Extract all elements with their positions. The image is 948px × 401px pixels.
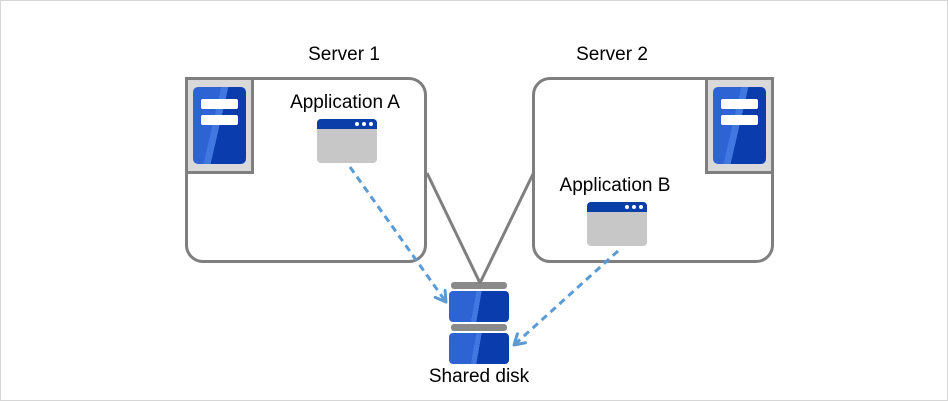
disk-cap xyxy=(451,282,507,289)
disk-platter xyxy=(449,291,509,322)
server2-label: Server 2 xyxy=(576,44,648,65)
titlebar-dot xyxy=(632,205,636,209)
disk-cap xyxy=(451,324,507,331)
server-tower-icon xyxy=(713,87,766,164)
server2-icon-frame xyxy=(705,77,774,174)
titlebar-dot xyxy=(355,122,359,126)
application-b-label: Application B xyxy=(559,175,671,196)
server-tower-icon xyxy=(193,87,246,164)
app-window-titlebar xyxy=(587,202,647,212)
titlebar-dot xyxy=(625,205,629,209)
titlebar-dot xyxy=(362,122,366,126)
disk-platter xyxy=(449,333,509,364)
disk-stack-icon xyxy=(449,282,509,364)
server1-label: Server 1 xyxy=(308,44,380,65)
application-b-to-disk-arrow xyxy=(512,249,620,347)
app-window-icon xyxy=(587,202,647,246)
server1-to-disk-line xyxy=(425,172,482,284)
titlebar-dot xyxy=(639,205,643,209)
shared-disk-label: Shared disk xyxy=(428,366,530,387)
tower-slot xyxy=(721,99,758,109)
tower-slot xyxy=(201,115,238,125)
tower-slot xyxy=(721,115,758,125)
app-window-icon xyxy=(317,119,377,163)
server2-to-disk-line xyxy=(478,171,536,284)
tower-slot xyxy=(201,99,238,109)
server1-icon-frame xyxy=(185,77,254,174)
titlebar-dot xyxy=(369,122,373,126)
application-a-label: Application A xyxy=(290,92,400,113)
app-window-titlebar xyxy=(317,119,377,129)
